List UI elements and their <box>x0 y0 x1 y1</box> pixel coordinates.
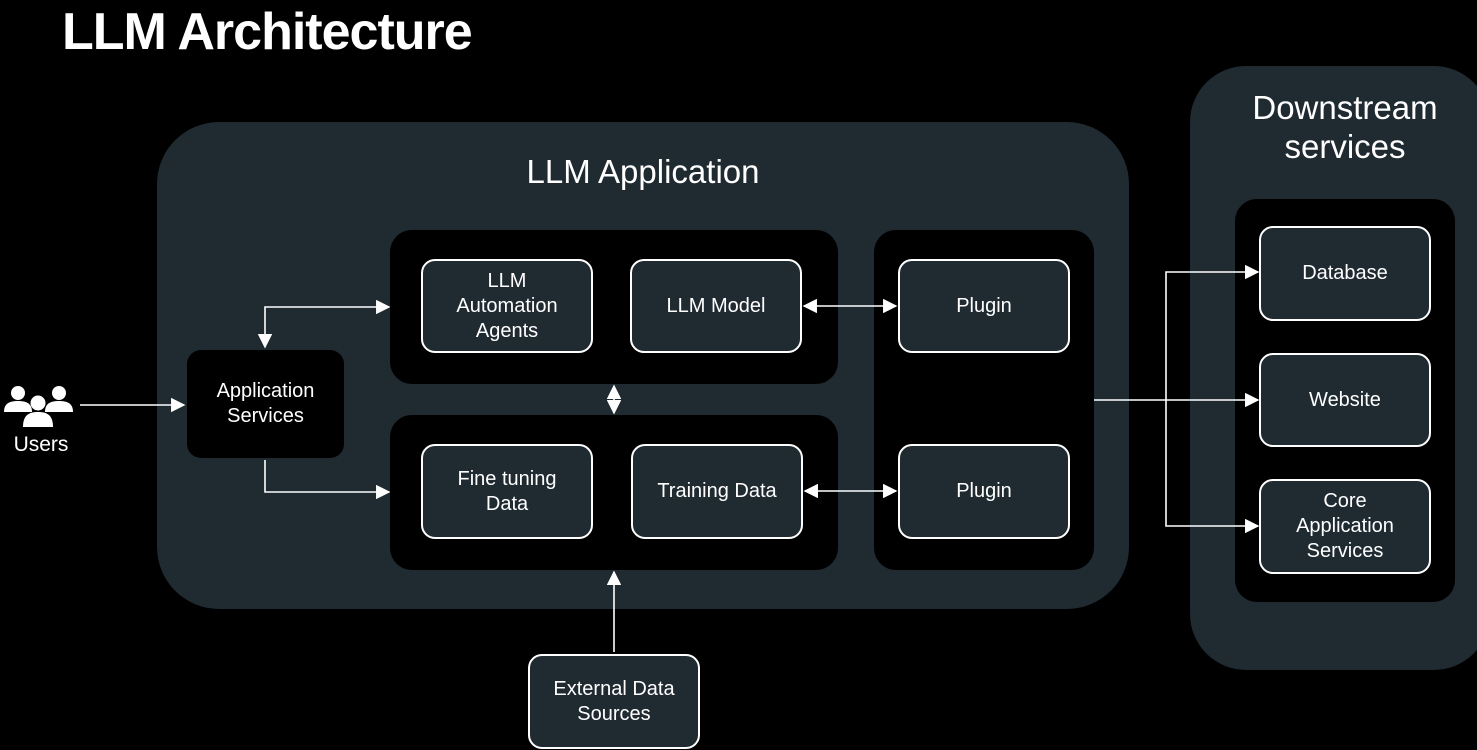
database-box: Database <box>1259 226 1431 321</box>
llm-model-box: LLM Model <box>630 259 802 353</box>
arrow-app-services-to-fine-tuning <box>264 460 391 500</box>
users-icon <box>0 382 78 432</box>
application-services-box: Application Services <box>187 350 344 458</box>
plugin-bottom-box: Plugin <box>898 444 1070 539</box>
core-application-services-box: Core Application Services <box>1259 479 1431 574</box>
downstream-services-title: Downstream services <box>1252 89 1438 165</box>
arrow-to-core-services <box>1165 400 1260 534</box>
external-data-sources-box: External Data Sources <box>528 654 700 749</box>
fine-tuning-data-box: Fine tuning Data <box>421 444 593 539</box>
arrow-app-services-agents <box>257 299 391 349</box>
page-title: LLM Architecture <box>62 3 473 61</box>
llm-automation-agents-box: LLM Automation Agents <box>421 259 593 353</box>
llm-application-title: LLM Application <box>526 153 760 190</box>
website-box: Website <box>1259 353 1431 447</box>
arrow-to-database <box>1165 264 1260 400</box>
users-label: Users <box>13 433 69 456</box>
plugin-top-box: Plugin <box>898 259 1070 353</box>
training-data-box: Training Data <box>631 444 803 539</box>
